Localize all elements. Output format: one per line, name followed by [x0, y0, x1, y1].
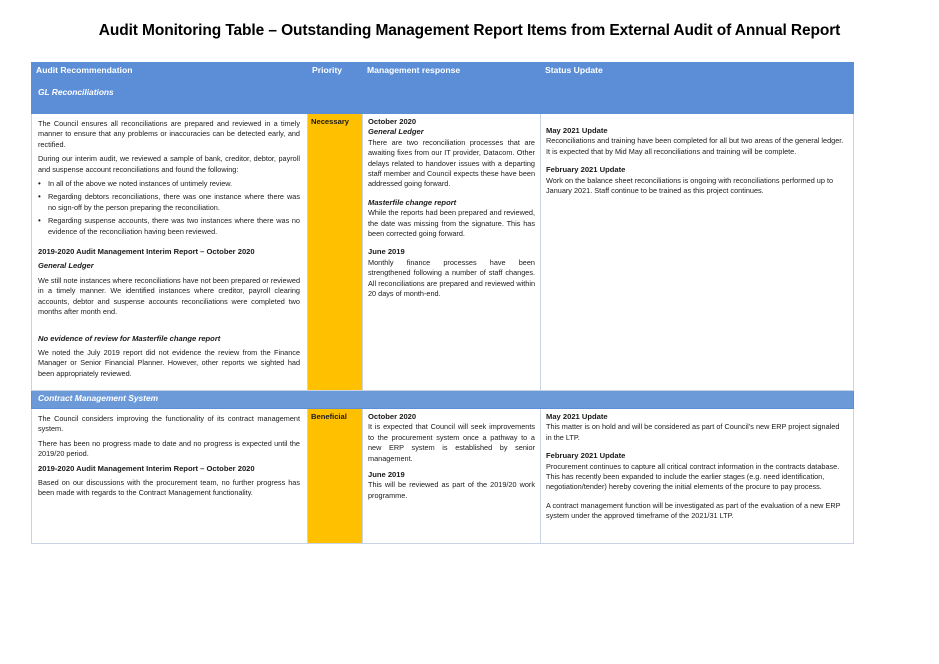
response-paragraph: It is expected that Council will seek im…	[368, 422, 535, 463]
status-paragraph: A contract management function will be i…	[546, 500, 841, 521]
audit-recommendation-cell: The Council ensures all reconciliations …	[31, 113, 308, 391]
page-title: Audit Monitoring Table – Outstanding Man…	[98, 22, 841, 39]
status-paragraph: Work on the balance sheet reconciliation…	[546, 175, 834, 196]
response-date: June 2019	[368, 470, 405, 480]
response-paragraph: Monthly finance processes have been stre…	[368, 257, 535, 299]
recommendation-paragraph: The Council considers improving the func…	[38, 414, 300, 434]
table-header-row: Audit Recommendation Priority Management…	[31, 62, 854, 80]
response-date: October 2020	[368, 412, 417, 421]
table-row: The Council ensures all reconciliations …	[31, 113, 854, 391]
response-date: June 2019	[368, 247, 405, 257]
response-date: October 2020	[368, 117, 417, 126]
header-status-update: Status Update	[540, 62, 854, 80]
response-paragraph: This will be reviewed as part of the 201…	[368, 480, 535, 500]
status-paragraph: Reconciliations and training have been c…	[546, 136, 844, 156]
recommendation-paragraph: We noted the July 2019 report did not ev…	[38, 347, 300, 378]
header-priority: Priority	[307, 62, 363, 80]
header-audit-recommendation: Audit Recommendation	[31, 62, 308, 80]
status-heading: February 2021 Update	[546, 451, 626, 461]
status-paragraph: Procurement continues to capture all cri…	[546, 461, 840, 492]
status-paragraph: This matter is on hold and will be consi…	[546, 422, 840, 442]
priority-badge: Necessary	[307, 113, 363, 391]
response-paragraph: While the reports had been prepared and …	[368, 208, 535, 239]
section-title: Contract Management System	[31, 390, 854, 409]
response-subheading: Masterfile change report	[368, 197, 457, 207]
management-response-cell: October 2020 General Ledger There are tw…	[362, 113, 541, 391]
audit-recommendation-cell: The Council considers improving the func…	[31, 408, 308, 544]
section-row-gl-reconciliations: GL Reconciliations	[31, 79, 854, 114]
status-update-cell: May 2021 Update Reconciliations and trai…	[540, 113, 854, 391]
masterfile-heading: No evidence of review for Masterfile cha…	[38, 333, 221, 343]
interim-report-heading: 2019-2020 Audit Management Interim Repor…	[38, 247, 255, 257]
section-row-contract-management: Contract Management System	[31, 390, 854, 409]
interim-report-heading: 2019-2020 Audit Management Interim Repor…	[38, 463, 255, 473]
status-heading: February 2021 Update	[546, 165, 626, 175]
list-item: In all of the above we noted instances o…	[38, 179, 300, 190]
status-heading: May 2021 Update	[546, 126, 608, 135]
section-title: GL Reconciliations	[31, 79, 854, 114]
status-heading: May 2021 Update	[546, 412, 608, 421]
recommendation-paragraph: There has been no progress made to date …	[38, 438, 300, 459]
findings-list: In all of the above we noted instances o…	[38, 179, 300, 237]
list-item: Regarding debtors reconciliations, there…	[38, 192, 300, 213]
general-ledger-heading: General Ledger	[38, 261, 94, 271]
response-subheading: General Ledger	[368, 127, 424, 137]
recommendation-paragraph: During our interim audit, we reviewed a …	[38, 154, 300, 174]
response-paragraph: There are two reconciliation processes t…	[368, 137, 535, 189]
table-row: The Council considers improving the func…	[31, 408, 854, 544]
header-management-response: Management response	[362, 62, 541, 80]
recommendation-paragraph: Based on our discussions with the procur…	[38, 478, 300, 498]
management-response-cell: October 2020 It is expected that Council…	[362, 408, 541, 544]
list-item: Regarding suspense accounts, there was t…	[38, 216, 300, 237]
recommendation-paragraph: We still note instances where reconcilia…	[38, 275, 300, 317]
audit-monitoring-table: Audit Recommendation Priority Management…	[31, 62, 854, 544]
status-update-cell: May 2021 Update This matter is on hold a…	[540, 408, 854, 544]
priority-badge: Beneficial	[307, 408, 363, 544]
recommendation-paragraph: The Council ensures all reconciliations …	[38, 119, 300, 149]
